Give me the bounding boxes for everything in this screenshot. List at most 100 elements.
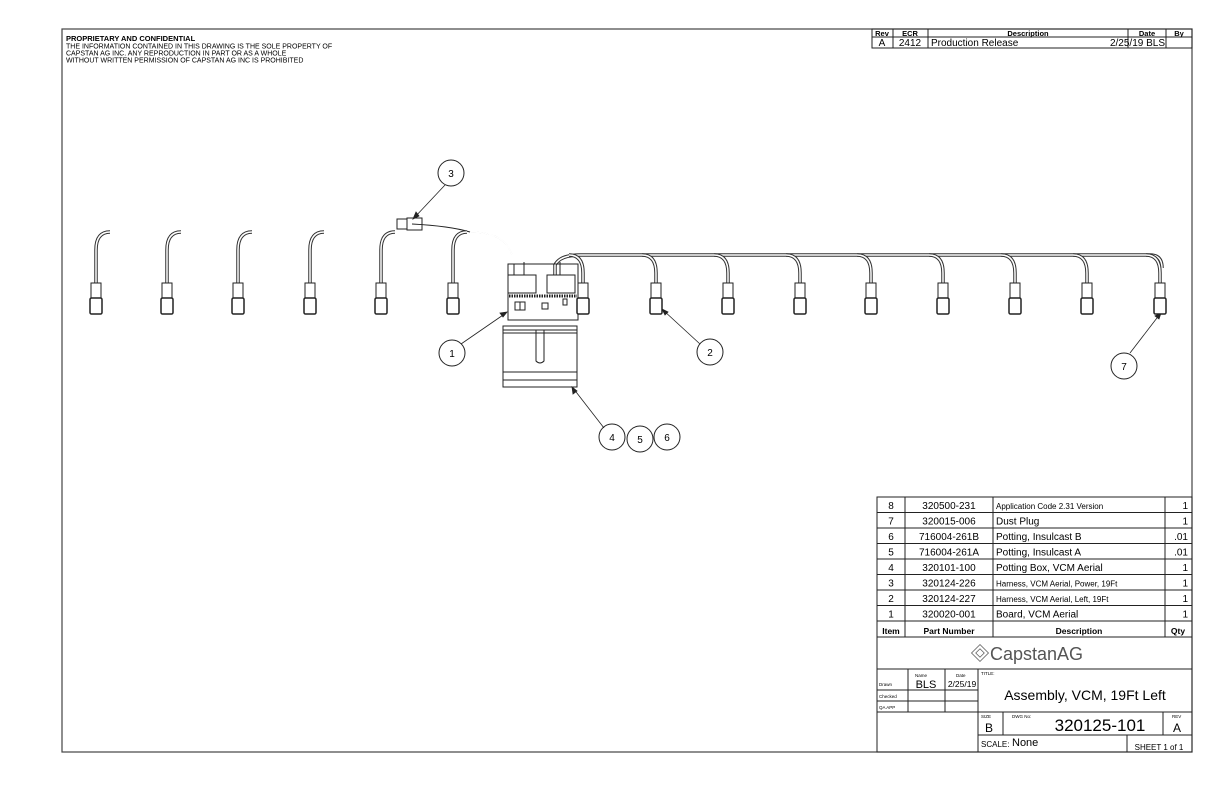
- harness-branch: [303, 230, 325, 315]
- bom-part: 320015-006: [922, 517, 976, 528]
- checked-label: Checked: [879, 694, 897, 699]
- bom-part: 716004-261A: [919, 548, 979, 559]
- svg-text:3: 3: [448, 169, 454, 180]
- harness-branch: [1072, 253, 1094, 315]
- size-label: SIZE: [981, 714, 991, 719]
- sheet-number: SHEET 1 of 1: [1135, 743, 1184, 752]
- connector-plug: [1008, 297, 1022, 315]
- rev-value: A: [1173, 721, 1181, 735]
- harness-branch: [856, 253, 878, 315]
- bom-qty: 1: [1182, 610, 1188, 621]
- by-header: By: [1174, 29, 1184, 38]
- harness-branch: [713, 253, 735, 315]
- connector-body: [865, 282, 877, 299]
- harness-branch: [374, 230, 396, 315]
- bom-qty: .01: [1174, 532, 1188, 543]
- svg-text:6: 6: [664, 433, 670, 444]
- bom-part: 320020-001: [922, 610, 976, 621]
- bom-item: 4: [888, 563, 894, 574]
- balloon-5: 5: [626, 425, 654, 453]
- connector-body: [161, 282, 173, 299]
- size-value: B: [985, 721, 993, 735]
- qa-label: QA APP: [879, 705, 895, 710]
- connector-plug: [446, 297, 460, 315]
- item-balloons: 3 1 2 7 4 5 6: [437, 159, 1138, 453]
- bom-qty: 1: [1182, 594, 1188, 605]
- notice-line: CAPSTAN AG INC. ANY REPRODUCTION IN PART…: [66, 51, 287, 58]
- capstan-logo: CapstanAG: [970, 643, 1083, 664]
- connector-plug: [160, 297, 174, 315]
- svg-text:CapstanAG: CapstanAG: [990, 644, 1083, 664]
- svg-text:7: 7: [1121, 362, 1127, 373]
- svg-text:2: 2: [707, 348, 713, 359]
- connector-plug: [721, 297, 735, 315]
- title-label: TITLE:: [981, 671, 995, 676]
- svg-text:5: 5: [637, 435, 643, 446]
- connector-plug: [793, 297, 807, 315]
- harness-branch: [446, 230, 468, 315]
- bom-item: 5: [888, 548, 894, 559]
- vcm-board: [507, 262, 579, 321]
- right-harness-trunk: [553, 253, 1164, 275]
- power-lead: [411, 223, 471, 233]
- bom-part: 320124-227: [922, 594, 976, 605]
- connector-body: [794, 282, 806, 299]
- connector-plug: [374, 297, 388, 315]
- bom-header-description: Description: [1056, 626, 1103, 636]
- harness-branch: [568, 253, 590, 315]
- potting-box: [502, 325, 578, 388]
- harness-branch: [1145, 253, 1167, 315]
- drawing-frame: [61, 28, 1193, 753]
- connector-body: [577, 282, 589, 299]
- connector-plug: [1153, 297, 1167, 315]
- harness-branch: [785, 253, 807, 315]
- connector-plug: [649, 297, 663, 315]
- harness-branch: [160, 230, 182, 315]
- bom-qty: .01: [1174, 548, 1188, 559]
- bom-part: 716004-261B: [919, 532, 979, 543]
- rev-value: A: [879, 38, 886, 49]
- connector-plug: [936, 297, 950, 315]
- bom-desc: Potting, Insulcast B: [996, 532, 1082, 543]
- balloon-7: 7: [1110, 352, 1138, 380]
- bom-qty: 1: [1182, 501, 1188, 512]
- description-header: Description: [1007, 29, 1049, 38]
- connector-body: [1081, 282, 1093, 299]
- connector-body: [937, 282, 949, 299]
- notice-line: THE INFORMATION CONTAINED IN THIS DRAWIN…: [66, 44, 332, 51]
- drawn-name: BLS: [916, 679, 937, 691]
- date-label: Date: [956, 673, 966, 678]
- connector-body: [375, 282, 387, 299]
- bom-part: 320101-100: [922, 563, 976, 574]
- bom-part: 320500-231: [922, 501, 976, 512]
- date-value: 2/25/19 BLS: [1110, 38, 1165, 49]
- harness-branch: [928, 253, 950, 315]
- connector-body: [1154, 282, 1166, 299]
- bom-desc: Harness, VCM Aerial, Power, 19Ft: [996, 580, 1118, 589]
- svg-text:4: 4: [609, 433, 615, 444]
- connector-body: [722, 282, 734, 299]
- connector-plug: [576, 297, 590, 315]
- harness-branch: [1000, 253, 1022, 315]
- bom-desc: Harness, VCM Aerial, Left, 19Ft: [996, 595, 1109, 604]
- dwg-label: DWG No:: [1012, 714, 1031, 719]
- bom-header-part: Part Number: [923, 626, 975, 636]
- name-label: Name: [915, 673, 928, 678]
- revision-table: Rev ECR Description Date By A 2412 Produ…: [871, 28, 1193, 49]
- ecr-header: ECR: [902, 29, 918, 38]
- balloon-3: 3: [437, 159, 465, 187]
- balloon-4: 4: [598, 423, 626, 451]
- connector-body: [1009, 282, 1021, 299]
- rev-header: Rev: [875, 29, 890, 38]
- notice-line: WITHOUT WRITTEN PERMISSION OF CAPSTAN AG…: [66, 58, 303, 65]
